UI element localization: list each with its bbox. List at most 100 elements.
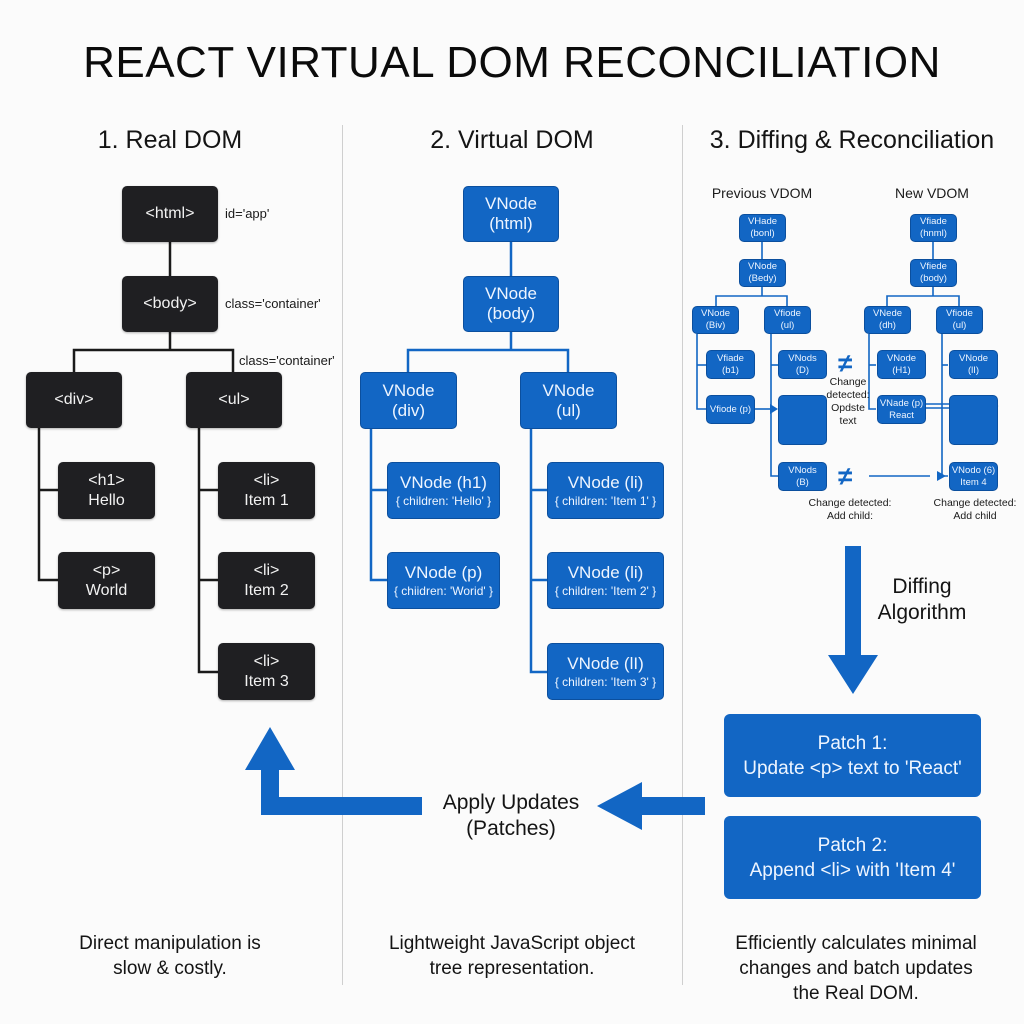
vnode-li-1[interactable]: VNode (li) { children: 'Item 1' } xyxy=(547,462,664,519)
vnode-label: VNodo (6) xyxy=(951,464,996,476)
vnode-label: VNode xyxy=(485,284,537,303)
vnode-html[interactable]: VNode (html) xyxy=(463,186,559,242)
change-line: Change xyxy=(829,376,867,388)
vnode-type: (Bedy) xyxy=(748,273,777,284)
new-vnode-p[interactable]: VNade (p) React xyxy=(877,395,926,424)
vnode-div[interactable]: VNode (div) xyxy=(360,372,457,429)
vnode-type: (ul) xyxy=(780,320,795,331)
real-node-li-3[interactable]: <li> Item 3 xyxy=(218,643,315,700)
prev-vnode-li-1[interactable]: VNods (D) xyxy=(778,350,827,379)
node-tag: <li> xyxy=(253,561,280,579)
new-vnode-body[interactable]: Vfiede (body) xyxy=(910,259,957,287)
new-vnode-li-1[interactable]: VNode (lI) xyxy=(949,350,998,379)
vnode-children: { children: 'Item 1' } xyxy=(554,493,657,508)
prev-vnode-ul[interactable]: Vfiode (ul) xyxy=(764,306,811,334)
change-update-label: Change detected: Opdste text xyxy=(825,376,871,428)
caption-virtual-dom: Lightweight JavaScript object tree repre… xyxy=(352,931,672,981)
vnode-h1[interactable]: VNode (h1) { children: 'Hello' } xyxy=(387,462,500,519)
vnode-label: VNode xyxy=(485,194,537,213)
diffing-algorithm-label: Diffing Algorithm xyxy=(866,574,978,626)
vnode-label: VNode xyxy=(382,380,435,400)
vnode-text: Item 4 xyxy=(960,476,987,488)
patch-title: Patch 1: xyxy=(817,732,888,754)
real-node-h1[interactable]: <h1> Hello xyxy=(58,462,155,519)
new-vnode-h1[interactable]: VNode (H1) xyxy=(877,350,926,379)
real-node-li-2[interactable]: <li> Item 2 xyxy=(218,552,315,609)
caption-line: Direct manipulation is xyxy=(79,933,261,954)
new-vnode-html[interactable]: Vfiade (hnml) xyxy=(910,214,957,242)
caption-line: Efficiently calculates minimal xyxy=(735,933,977,954)
new-vnode-div[interactable]: VNede (dh) xyxy=(864,306,911,334)
page-title: REACT VIRTUAL DOM RECONCILIATION xyxy=(83,38,941,87)
vnode-type: (ul) xyxy=(556,400,581,420)
new-vnode-li-4[interactable]: VNodo (6) Item 4 xyxy=(949,462,998,491)
vnode-type: (ul) xyxy=(952,320,967,331)
prev-vnode-p[interactable]: Vfiode (p) xyxy=(706,395,755,424)
vnode-label: VNade (p) xyxy=(879,397,924,409)
real-node-html[interactable]: <html> xyxy=(122,186,218,242)
new-vdom-heading: New VDOM xyxy=(895,185,969,201)
vnode-type: (bonl) xyxy=(750,228,775,239)
patch-title: Patch 2: xyxy=(817,834,888,856)
vnode-li-2[interactable]: VNode (li) { children: 'Item 2' } xyxy=(547,552,664,609)
prev-vnode-h1[interactable]: Vfiade (b1) xyxy=(706,350,755,379)
real-node-li-1[interactable]: <li> Item 1 xyxy=(218,462,315,519)
caption-diffing: Efficiently calculates minimal changes a… xyxy=(696,931,1016,1006)
vnode-children: { chiidren: 'Worid' } xyxy=(393,583,494,598)
vnode-body[interactable]: VNode (body) xyxy=(463,276,559,332)
patch-description: Append <li> with 'Item 4' xyxy=(749,859,956,881)
prev-vnode-html[interactable]: VHade (bonl) xyxy=(739,214,786,242)
vnode-label: Vfiode xyxy=(946,308,973,319)
heading-diffing: 3. Diffing & Reconciliation xyxy=(709,126,995,154)
vnode-type: (B) xyxy=(796,476,809,488)
real-node-div[interactable]: <div> xyxy=(26,372,122,428)
vnode-children: { children: 'Hello' } xyxy=(395,493,492,508)
vnode-label: VNode (p) xyxy=(404,562,483,582)
apply-line: (Patches) xyxy=(466,817,556,840)
caption-real-dom: Direct manipulation is slow & costly. xyxy=(20,931,320,981)
change-line: Add child xyxy=(953,510,997,522)
vnode-type: (html) xyxy=(489,214,533,233)
node-tag: <html> xyxy=(145,205,195,222)
real-node-p[interactable]: <p> World xyxy=(58,552,155,609)
vnode-label: VNode (h1) xyxy=(400,472,487,492)
vnode-type: (lI) xyxy=(967,364,980,376)
node-text: World xyxy=(85,581,128,599)
diffing-arrowheads xyxy=(770,404,946,481)
column-divider-2 xyxy=(682,125,683,985)
vnode-type: (body) xyxy=(920,273,947,284)
not-equal-icon: ≠ xyxy=(838,348,853,378)
body-attribute-label: class='container' xyxy=(225,296,321,311)
caption-line: slow & costly. xyxy=(113,958,227,979)
new-placeholder-node xyxy=(949,395,998,445)
node-text: Item 2 xyxy=(244,581,289,599)
patch-2-box[interactable]: Patch 2: Append <li> with 'Item 4' xyxy=(724,816,981,899)
caption-line: the Real DOM. xyxy=(793,983,919,1004)
vnode-label: VNods xyxy=(788,464,817,476)
patch-1-box[interactable]: Patch 1: Update <p> text to 'React' xyxy=(724,714,981,797)
prev-vnode-li-3[interactable]: VNods (B) xyxy=(778,462,827,491)
vnode-label: Vfiade xyxy=(717,352,744,364)
vnode-type: (hnml) xyxy=(920,228,947,239)
real-node-ul[interactable]: <ul> xyxy=(186,372,282,428)
virtual-dom-connectors xyxy=(369,242,570,674)
vnode-li-3[interactable]: VNode (lI) { children: 'Item 3' } xyxy=(547,643,664,700)
vnode-ul[interactable]: VNode (ul) xyxy=(520,372,617,429)
vnode-label: Vfiede xyxy=(920,261,947,272)
prev-vnode-div[interactable]: VNode (Biv) xyxy=(692,306,739,334)
change-add-right-label: Change detected: Add child xyxy=(920,497,1024,523)
new-vnode-ul[interactable]: Vfiode (ul) xyxy=(936,306,983,334)
caption-line: tree representation. xyxy=(429,958,595,979)
change-line: Opdste xyxy=(831,402,865,414)
vnode-p[interactable]: VNode (p) { chiidren: 'Worid' } xyxy=(387,552,500,609)
vnode-label: VNode xyxy=(542,380,595,400)
apply-updates-label: Apply Updates (Patches) xyxy=(425,790,597,842)
real-node-body[interactable]: <body> xyxy=(122,276,218,332)
caption-line: Lightweight JavaScript object xyxy=(388,933,636,954)
vnode-label: VNede xyxy=(872,308,903,319)
change-line: detected: xyxy=(826,389,870,401)
heading-real-dom: 1. Real DOM xyxy=(97,126,243,154)
prev-vnode-body[interactable]: VNode (Bedy) xyxy=(739,259,786,287)
change-add-left-label: Change detected: Add child: xyxy=(795,497,905,523)
